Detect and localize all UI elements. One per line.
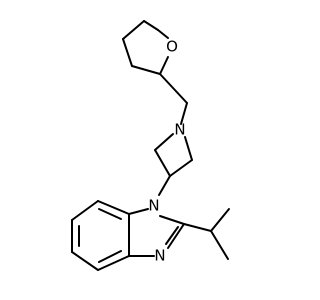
benzene-bond-2 — [71, 200, 99, 221]
azetidine-bond-c2-c3 — [154, 149, 171, 177]
thf-bond-c4-o — [157, 29, 169, 39]
benzene-bond-5 — [97, 255, 130, 271]
azetidine-bond-c3-c4 — [169, 159, 193, 177]
isopropyl-group — [183, 208, 230, 260]
imidazole-ring — [128, 208, 185, 257]
benzene-double-bond-inner-3 — [98, 250, 122, 263]
benzimidazole-n1-label: N — [148, 197, 159, 215]
imidazole-bond-c2-n3 — [167, 223, 185, 249]
benzene-bond-1 — [97, 200, 130, 215]
benzimidazole-n3-label: N — [154, 247, 165, 265]
benzene-double-bond-inner-1 — [98, 208, 122, 220]
molecule-diagram: O N N N — [71, 20, 230, 271]
azetidine-bond-c4-n — [184, 136, 193, 161]
azetidine-to-benzimidazole-bond — [158, 175, 171, 196]
azetidine-ring — [154, 133, 193, 177]
isopropyl-bond-core — [183, 223, 212, 232]
thf-bond-c3-c4 — [143, 20, 159, 31]
azetidine-nitrogen-label: N — [174, 121, 185, 139]
isopropyl-bond-lower-methyl — [210, 230, 229, 260]
azetidine-bond-n-c2 — [154, 133, 174, 151]
imidazole-bond-n1-c2 — [159, 215, 185, 225]
thf-bond-c5-c1 — [131, 65, 161, 75]
isopropyl-bond-upper-methyl — [210, 208, 230, 232]
methylene-linker — [159, 73, 188, 125]
thf-to-methylene-bond — [159, 73, 188, 104]
oxygen-label: O — [166, 38, 178, 56]
benzene-bond-4 — [71, 251, 99, 271]
benzene-ring — [71, 200, 130, 271]
imidazole-double-bond-inner — [165, 226, 179, 245]
chemical-structure-canvas: O N N N — [71, 20, 230, 271]
thf-bond-o-c5 — [159, 56, 169, 75]
tetrahydrofuran-ring — [122, 20, 169, 75]
thf-bond-c2-c3 — [122, 20, 145, 40]
thf-bond-c1-c2 — [122, 38, 133, 67]
imidazole-bond-c7a-n1 — [128, 208, 149, 215]
methylene-to-azetidine-bond — [180, 102, 188, 125]
